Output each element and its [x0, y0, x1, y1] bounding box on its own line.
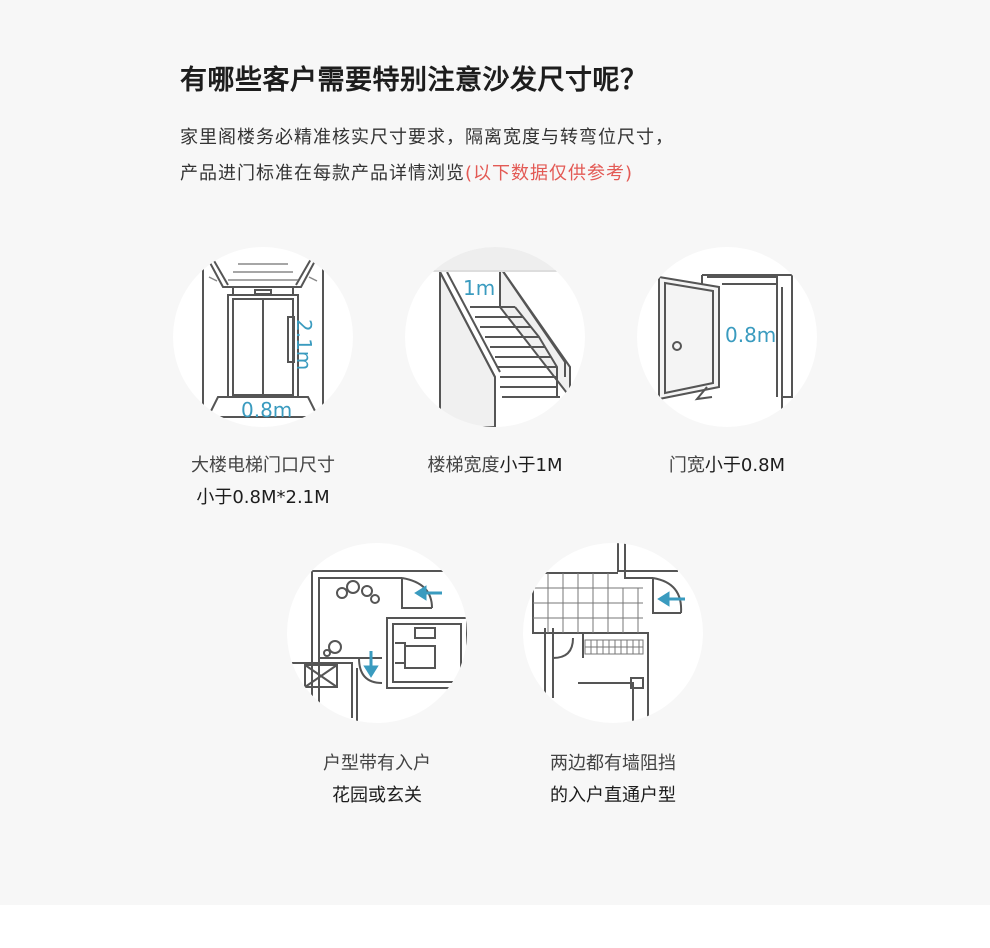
page-title: 有哪些客户需要特别注意沙发尺寸呢？ [180, 65, 648, 96]
caption-elevator-line-2: 小于0.8M*2.1M [196, 487, 330, 508]
caption-elevator-line-1: 大楼电梯门口尺寸 [191, 455, 335, 476]
caption-garden-line-1: 户型带有入户 [323, 753, 431, 774]
caption-door: 门宽小于0.8M [637, 450, 817, 482]
caption-garden-line-2: 花园或玄关 [332, 785, 422, 806]
caption-stairs-part-2: 小于1M [499, 455, 563, 476]
intro-line-1: 家里阁楼务必精准核实尺寸要求，隔离宽度与转弯位尺寸， [180, 127, 674, 148]
intro-note: (以下数据仅供参考) [465, 163, 634, 184]
caption-elevator: 大楼电梯门口尺寸 小于0.8M*2.1M [173, 450, 353, 514]
garden-entrance-icon [287, 543, 467, 723]
caption-walled: 两边都有墙阻挡 的入户直通户型 [523, 748, 703, 812]
stairs-width-label: 1m [463, 276, 495, 300]
walled-entrance-icon [523, 543, 703, 723]
elevator-height-label: 2.1m [292, 319, 316, 370]
door-icon: 0.8m [637, 247, 817, 427]
stairs-icon: 1m [405, 247, 585, 427]
content-panel: 有哪些客户需要特别注意沙发尺寸呢？ 家里阁楼务必精准核实尺寸要求，隔离宽度与转弯… [173, 65, 820, 812]
door-width-label: 0.8m [725, 323, 776, 347]
intro-text: 家里阁楼务必精准核实尺寸要求，隔离宽度与转弯位尺寸， 产品进门标准在每款产品详情… [180, 120, 820, 192]
caption-garden: 户型带有入户 花园或玄关 [287, 748, 467, 812]
caption-walled-line-2: 的入户直通户型 [550, 785, 676, 806]
intro-line-2-main: 产品进门标准在每款产品详情浏览 [180, 163, 465, 184]
caption-door-part-2: 小于0.8M [704, 455, 786, 476]
caption-stairs: 楼梯宽度小于1M [405, 450, 585, 482]
elevator-icon: 2.1m 0.8m [173, 247, 353, 427]
intro-line-2: 产品进门标准在每款产品详情浏览(以下数据仅供参考) [180, 156, 820, 192]
caption-door-part-1: 门宽 [668, 455, 705, 476]
caption-stairs-part-1: 楼梯宽度 [427, 455, 500, 476]
elevator-width-label: 0.8m [241, 398, 292, 422]
caption-walled-line-1: 两边都有墙阻挡 [550, 753, 676, 774]
